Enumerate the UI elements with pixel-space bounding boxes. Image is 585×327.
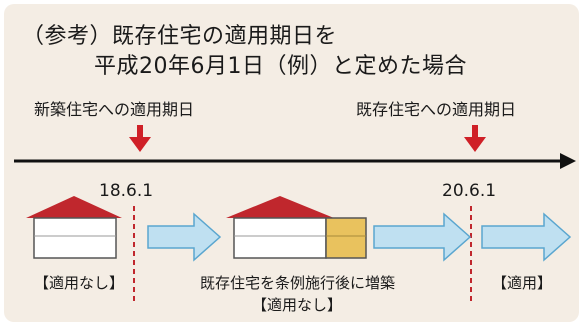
caption-house-2-line-1: 既存住宅を条例施行後に増築 [200, 274, 396, 292]
diagram-artwork [14, 125, 576, 304]
marker-arrow-existing [464, 125, 486, 152]
marker-arrow-new [129, 125, 151, 152]
house-icon-1 [26, 196, 122, 259]
flow-arrow-1 [147, 212, 222, 262]
house-icon-2 [226, 196, 334, 259]
flow-arrow-2 [373, 212, 472, 262]
caption-final: 【適用】 [492, 274, 553, 292]
date-label-new: 18.6.1 [99, 181, 154, 201]
diagram-panel: （参考）既存住宅の適用期日を 平成20年6月1日（例）と定めた場合 新築住宅への… [4, 4, 579, 322]
flow-arrow-3 [481, 212, 572, 262]
date-label-existing: 20.6.1 [442, 181, 497, 201]
new-housing-date-label: 新築住宅への適用期日 [34, 100, 195, 119]
caption-house-1: 【適用なし】 [34, 274, 125, 292]
title-line-2: 平成20年6月1日（例）と定めた場合 [94, 54, 467, 79]
caption-house-2-line-2: 【適用なし】 [252, 296, 343, 314]
existing-housing-date-label: 既存住宅への適用期日 [356, 100, 517, 119]
timeline-arrowhead [560, 153, 576, 169]
title-line-1: （参考）既存住宅の適用期日を [22, 24, 338, 49]
extension-block [325, 217, 367, 259]
